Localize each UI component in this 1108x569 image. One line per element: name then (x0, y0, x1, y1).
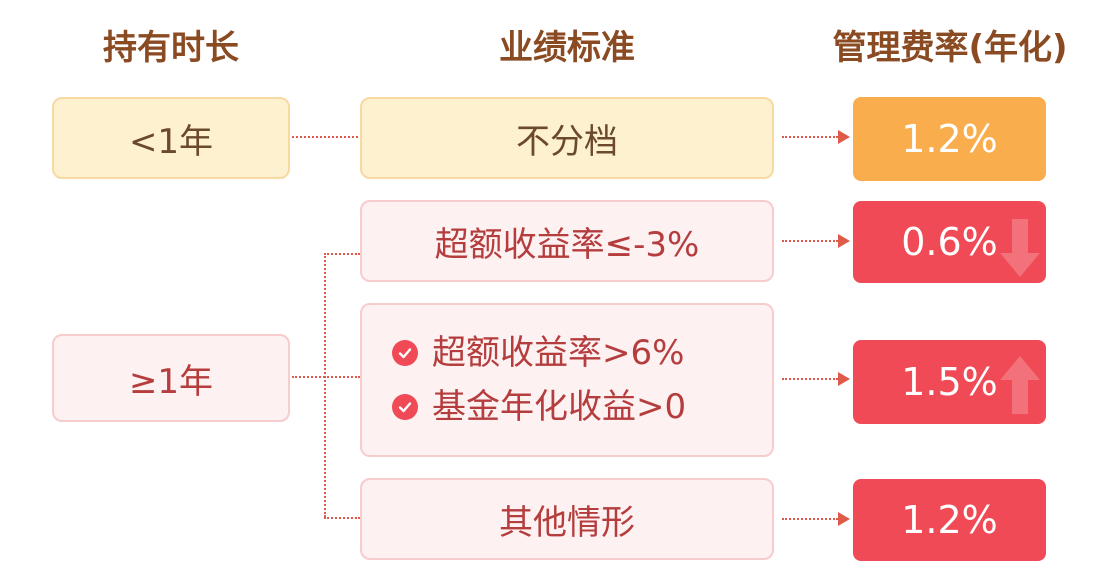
criteria-other-box: 其他情形 (360, 478, 774, 560)
criteria-low-label: 超额收益率≤-3% (434, 224, 700, 265)
check-circle-icon (392, 340, 418, 366)
connector-other-arrowhead (838, 512, 850, 526)
rate-high-box: 1.5% (853, 340, 1046, 424)
connector-ge1-vertical (324, 253, 326, 517)
rate-low-value: 0.6% (901, 220, 998, 264)
duration-lt1-label: <1年 (128, 121, 214, 162)
rate-other-value: 1.2% (901, 498, 998, 542)
duration-ge1-label: ≥1年 (128, 361, 214, 402)
header-criteria: 业绩标准 (499, 28, 635, 68)
rate-other-box: 1.2% (853, 479, 1046, 561)
connector-low-right (782, 240, 838, 242)
criteria-high-text-2: 基金年化收益>0 (432, 387, 687, 427)
connector-ge1-branch-low (324, 253, 360, 255)
arrow-up-icon (1000, 356, 1040, 414)
criteria-low-box: 超额收益率≤-3% (360, 200, 774, 282)
rate-lt1-value: 1.2% (901, 117, 998, 161)
connector-other-right (782, 518, 838, 520)
rate-high-value: 1.5% (901, 360, 998, 404)
connector-ge1-branch-other (324, 517, 360, 519)
criteria-high-box: 超额收益率>6% 基金年化收益>0 (360, 303, 774, 457)
connector-lt1-right (782, 136, 838, 138)
duration-ge1-box: ≥1年 (52, 334, 290, 422)
header-duration: 持有时长 (103, 28, 239, 68)
connector-low-arrowhead (838, 234, 850, 248)
rate-lt1-box: 1.2% (853, 97, 1046, 181)
criteria-no-tier-label: 不分档 (516, 121, 618, 162)
rate-low-box: 0.6% (853, 201, 1046, 283)
arrow-down-icon (1000, 219, 1040, 277)
connector-high-right (782, 378, 838, 380)
criteria-high-text-1: 超额收益率>6% (432, 333, 685, 373)
check-circle-icon (392, 394, 418, 420)
connector-lt1-left (292, 136, 358, 138)
criteria-high-item-2: 基金年化收益>0 (392, 382, 686, 432)
header-fee: 管理费率(年化) (832, 28, 1068, 68)
connector-high-arrowhead (838, 372, 850, 386)
duration-lt1-box: <1年 (52, 97, 290, 179)
criteria-other-label: 其他情形 (499, 502, 635, 543)
connector-lt1-arrowhead (838, 130, 850, 144)
criteria-high-item-1: 超额收益率>6% (392, 328, 684, 378)
connector-ge1-stem (292, 376, 360, 378)
criteria-no-tier-box: 不分档 (360, 97, 774, 179)
